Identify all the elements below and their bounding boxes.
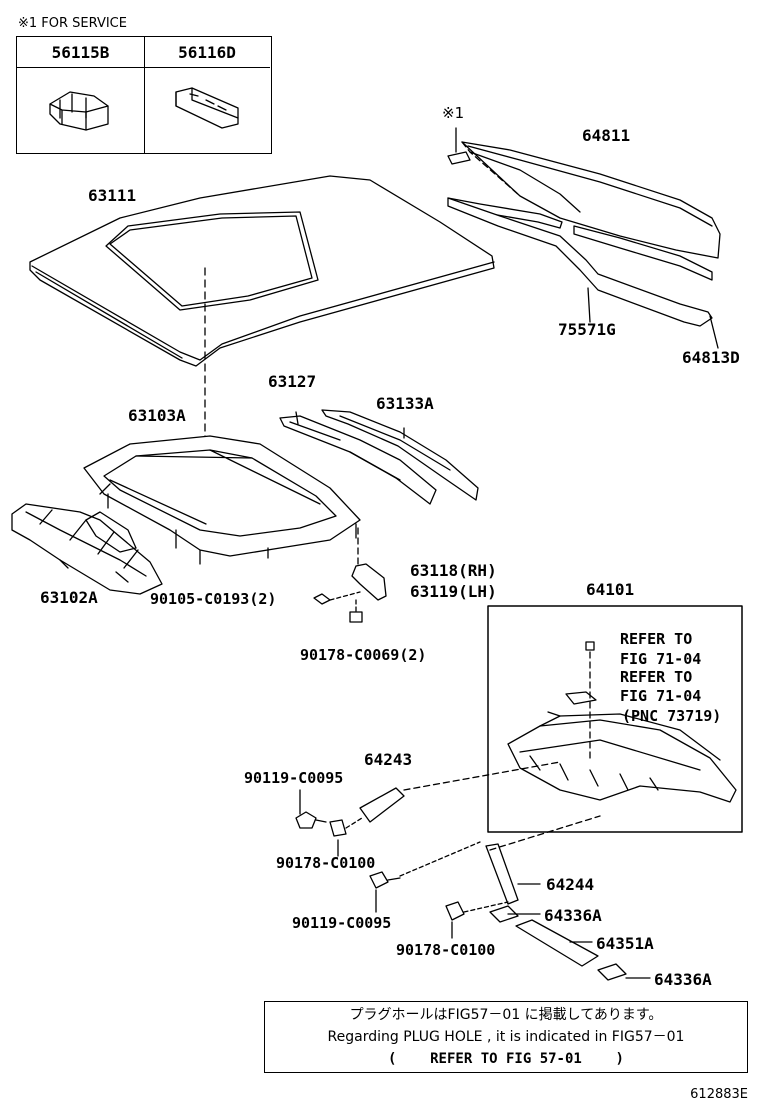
label-64811: 64811 xyxy=(582,126,631,145)
label-64813d: 64813D xyxy=(682,348,740,367)
label-90178-c0069: 90178-C0069(2) xyxy=(300,646,427,664)
lower-hardware-drawing xyxy=(295,761,651,981)
label-asterisk-1: ※1 xyxy=(442,104,465,122)
label-64336a-2: 64336A xyxy=(654,970,712,989)
label-90178-c0100-a: 90178-C0100 xyxy=(276,854,376,872)
label-64243: 64243 xyxy=(364,750,413,769)
label-90119-c0095-a: 90119-C0095 xyxy=(244,769,344,787)
label-refer-1a: REFER TO xyxy=(620,630,693,648)
label-90105-c0193: 90105-C0193(2) xyxy=(150,590,277,608)
roof-panel-drawing xyxy=(29,175,495,497)
note-line-japanese: プラグホールはFIG57－01 に掲載してあります。 xyxy=(349,1007,663,1023)
roof-reinforcement-drawing xyxy=(11,503,163,595)
label-63102a: 63102A xyxy=(40,588,98,607)
label-63133a: 63133A xyxy=(376,394,434,413)
package-tray-box xyxy=(487,605,743,833)
service-col-56116d: 56116D xyxy=(144,37,270,153)
label-63119: 63119(LH) xyxy=(410,582,497,601)
clip-56116d-drawing xyxy=(175,87,239,129)
label-63118: 63118(RH) xyxy=(410,561,497,580)
label-64351a: 64351A xyxy=(596,934,654,953)
roof-rails-drawing xyxy=(279,409,479,505)
label-90178-c0100-b: 90178-C0100 xyxy=(396,941,496,959)
clip-56115b-drawing xyxy=(49,91,109,131)
label-64244: 64244 xyxy=(546,875,595,894)
label-75571g: 75571G xyxy=(558,320,616,339)
sunroof-housing-drawing xyxy=(83,435,361,565)
label-refer-1b: FIG 71-04 xyxy=(620,650,702,668)
note-line-english: Regarding PLUG HOLE , it is indicated in… xyxy=(327,1029,685,1045)
label-63111: 63111 xyxy=(88,186,137,205)
roof-glass-drawing xyxy=(447,127,721,259)
package-tray-drawing xyxy=(507,641,737,803)
label-90119-c0095-b: 90119-C0095 xyxy=(292,914,392,932)
label-64336a-1: 64336A xyxy=(544,906,602,925)
label-refer-2b: FIG 71-04 xyxy=(620,687,702,705)
service-col-56115b: 56115B xyxy=(17,37,145,153)
bracket-63118-drawing xyxy=(313,527,387,623)
label-63103a: 63103A xyxy=(128,406,186,425)
label-refer-2a: REFER TO xyxy=(620,668,693,686)
service-part-56115b: 56115B xyxy=(17,37,144,68)
figure-number: 612883E xyxy=(690,1087,748,1102)
moulding-drawing xyxy=(447,197,719,349)
label-64101: 64101 xyxy=(586,580,635,599)
plug-hole-note: プラグホールはFIG57－01 に掲載してあります。 Regarding PLU… xyxy=(264,1001,748,1073)
service-part-56116d: 56116D xyxy=(144,37,270,68)
label-63127: 63127 xyxy=(268,372,317,391)
service-table: 56115B 56116D xyxy=(16,36,272,154)
note-line-reference: ( REFER TO FIG 57-01 ) xyxy=(387,1051,624,1067)
label-refer-2c: (PNC 73719) xyxy=(622,707,722,725)
service-title: ※1 FOR SERVICE xyxy=(18,16,127,31)
